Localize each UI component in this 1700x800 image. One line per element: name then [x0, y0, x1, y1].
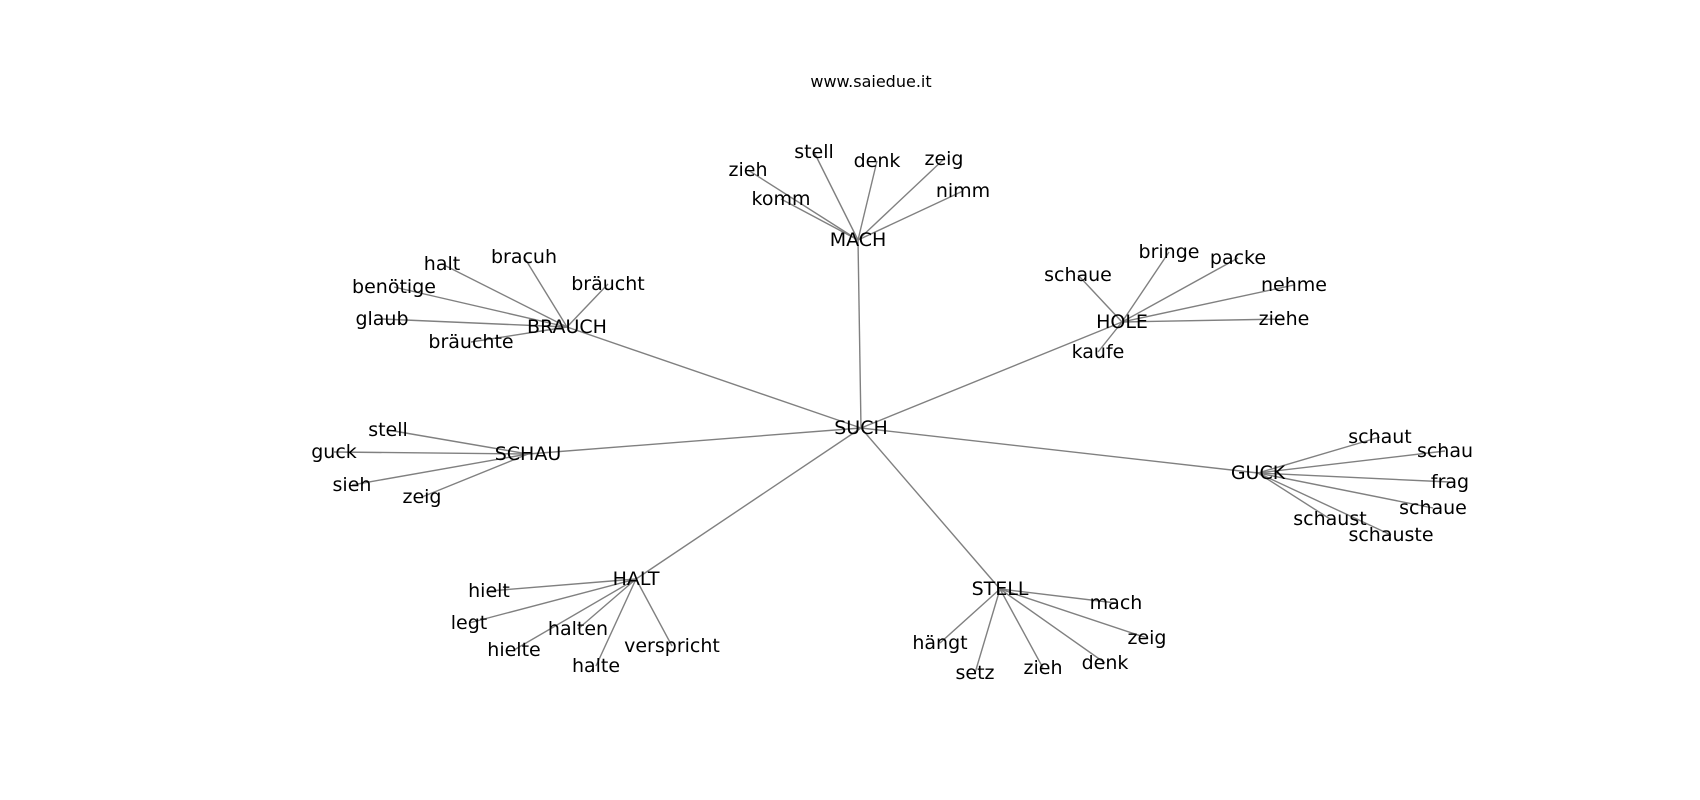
leaf-node-label: schau — [1417, 440, 1473, 462]
edge-guck-2 — [1257, 472, 1451, 483]
edge-guck-3 — [1257, 472, 1434, 509]
edge-brauch-3 — [393, 286, 568, 328]
edge-brauch-4 — [381, 318, 568, 328]
leaf-node-label: zieh — [729, 159, 768, 181]
page-title: www.saiedue.it — [810, 72, 932, 91]
edge-schau-2 — [351, 453, 529, 486]
leaf-node-label: schaue — [1044, 264, 1112, 286]
edge-stell-0 — [999, 588, 1117, 604]
leaf-node-label: schauste — [1348, 524, 1433, 546]
leaf-node-label: halte — [572, 655, 620, 677]
leaf-node-label: halten — [548, 618, 608, 640]
edge-halt-5 — [635, 578, 673, 647]
hub-node-label-schau: SCHAU — [495, 443, 562, 465]
edge-stell-2 — [939, 588, 1001, 644]
edge-hole-4 — [1121, 318, 1285, 323]
edge-brauch-2 — [566, 283, 609, 328]
leaf-node-label: denk — [1082, 652, 1129, 674]
leaf-node-label: glaub — [355, 308, 408, 330]
edge-root-hole — [860, 321, 1123, 429]
leaf-node-label: kaufe — [1072, 341, 1125, 363]
leaf-node-label: sieh — [333, 474, 372, 496]
leaf-node-label: zieh — [1024, 657, 1063, 679]
leaf-node-label: hielt — [468, 580, 510, 602]
leaf-node-label: zeig — [402, 486, 441, 508]
edge-mach-5 — [780, 198, 859, 241]
edge-mach-0 — [747, 169, 859, 241]
edge-halt-1 — [468, 578, 637, 624]
edge-mach-1 — [813, 151, 859, 241]
leaf-node-label: halt — [424, 253, 460, 275]
leaf-node-label: mach — [1090, 592, 1143, 614]
leaf-node-label: packe — [1210, 247, 1266, 269]
leaf-node-label: legt — [451, 612, 487, 634]
edge-mach-4 — [857, 190, 964, 241]
leaf-node-label: setz — [955, 662, 994, 684]
leaf-node-label: hängt — [912, 632, 967, 654]
edge-root-brauch — [566, 326, 862, 429]
leaf-node-label: hielte — [487, 639, 540, 661]
leaf-node-label: stell — [794, 141, 834, 163]
edge-stell-5 — [999, 588, 1106, 664]
leaf-node-label: nehme — [1261, 274, 1327, 296]
leaf-node-label: komm — [752, 188, 811, 210]
edge-halt-4 — [595, 578, 637, 667]
leaf-node-label: frag — [1431, 471, 1469, 493]
edge-hole-0 — [1077, 274, 1123, 323]
edge-root-stell — [860, 427, 1001, 590]
leaf-node-label: benötige — [352, 276, 436, 298]
edge-halt-2 — [577, 578, 637, 630]
edge-guck-1 — [1257, 450, 1446, 474]
leaf-node-label: nimm — [936, 180, 990, 202]
edge-hole-2 — [1121, 257, 1239, 323]
edge-mach-3 — [857, 158, 945, 241]
hub-node-label-guck: GUCK — [1231, 462, 1286, 484]
hub-node-label-mach: MACH — [830, 229, 887, 251]
edge-mach-2 — [857, 160, 878, 241]
hub-node-label-halt: HALT — [613, 568, 660, 590]
leaf-node-label: bräucht — [571, 273, 645, 295]
edge-brauch-0 — [441, 263, 568, 328]
edge-guck-5 — [1257, 472, 1392, 536]
edge-root-mach — [857, 239, 862, 429]
edge-brauch-1 — [523, 256, 568, 328]
edge-hole-3 — [1121, 284, 1295, 323]
edge-stell-3 — [974, 588, 1001, 674]
leaf-node-label: denk — [854, 150, 901, 172]
edge-hole-5 — [1097, 321, 1123, 353]
root-node-label: SUCH — [834, 417, 888, 439]
edge-root-guck — [860, 427, 1259, 474]
edge-guck-0 — [1257, 436, 1381, 474]
leaf-node-label: schaut — [1348, 426, 1412, 448]
edge-schau-1 — [333, 451, 529, 455]
edge-halt-3 — [513, 578, 637, 651]
leaf-node-label: zeig — [924, 148, 963, 170]
leaf-node-label: guck — [311, 441, 357, 463]
leaf-node-label: schaue — [1399, 497, 1467, 519]
leaf-node-label: stell — [368, 419, 408, 441]
leaf-node-label: ziehe — [1259, 308, 1310, 330]
leaf-node-label: bracuh — [491, 246, 557, 268]
edge-root-schau — [527, 427, 862, 455]
edge-stell-1 — [999, 588, 1148, 639]
edge-schau-3 — [421, 453, 529, 498]
edge-halt-0 — [488, 578, 637, 592]
edge-guck-4 — [1257, 472, 1331, 520]
hub-node-label-stell: STELL — [972, 578, 1029, 600]
leaf-node-label: verspricht — [624, 635, 720, 657]
hub-node-label-hole: HOLE — [1096, 311, 1148, 333]
edge-schau-0 — [387, 429, 529, 455]
leaf-node-label: schaust — [1293, 508, 1366, 530]
leaf-node-label: bringe — [1139, 241, 1200, 263]
edge-stell-4 — [999, 588, 1044, 669]
hub-node-label-brauch: BRAUCH — [527, 316, 607, 338]
leaf-node-label: bräuchte — [428, 331, 513, 353]
edge-hole-1 — [1121, 251, 1170, 323]
edge-root-halt — [635, 427, 862, 580]
edge-brauch-5 — [470, 326, 568, 343]
leaf-node-label: zeig — [1127, 627, 1166, 649]
